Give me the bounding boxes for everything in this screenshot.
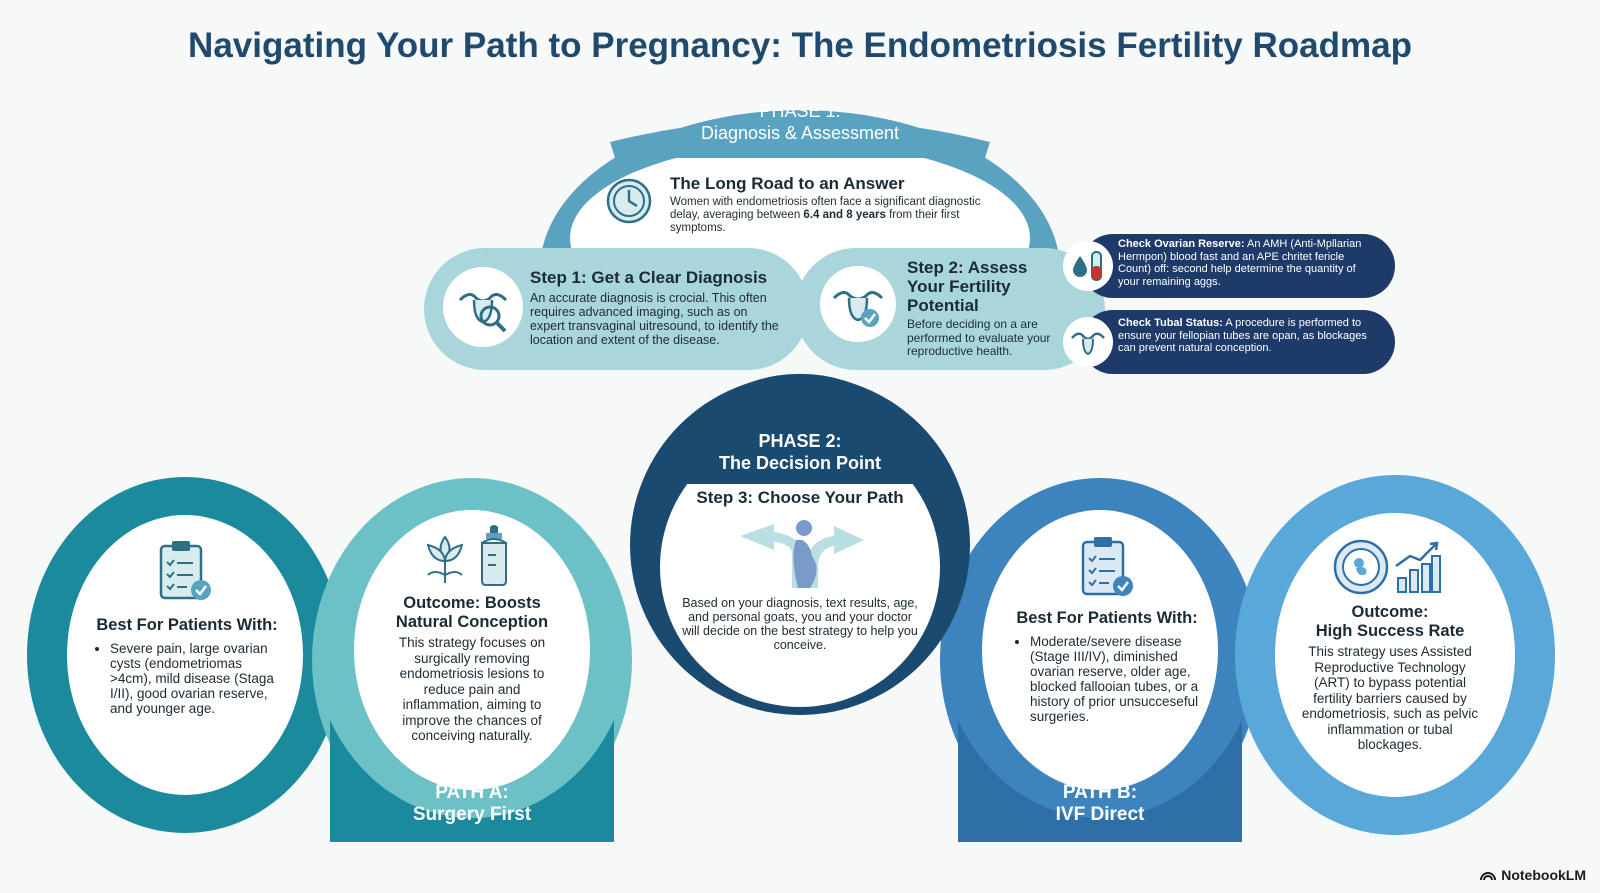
phase1-label: PHASE 1: Diagnosis & Assessment — [700, 101, 900, 143]
clipboard-icon — [159, 541, 211, 600]
intro-title: The Long Road to an Answer — [670, 174, 905, 193]
notebook-logo-icon — [1480, 872, 1497, 881]
path-a-best-title: Best For Patients With: — [96, 616, 278, 634]
tubal-text: Check Tubal Status: A procedure is perfo… — [1118, 317, 1367, 354]
phase2-label: PHASE 2: The Decision Point — [718, 431, 882, 473]
step3-title: Step 3: Choose Your Path — [696, 488, 904, 507]
step1-text: An accurate diagnosis is crocial. This o… — [530, 291, 779, 347]
path-b-outcome-card — [1275, 513, 1515, 797]
notebooklm-brand: NotebookLM — [1480, 867, 1586, 883]
path-a-best-list: Severe pain, large ovarian cysts (endome… — [92, 641, 282, 716]
bar-chart-icon — [1395, 541, 1441, 593]
phase2-text: Based on your diagnosis, text results, a… — [682, 596, 918, 652]
flower-icon — [426, 535, 464, 583]
path-a-best-item: Severe pain, large ovarian cysts (endome… — [110, 641, 282, 716]
path-b-best-block: Best For Patients With: Moderate/severe … — [1012, 608, 1202, 724]
fallopian-icon — [1063, 317, 1113, 367]
path-a-outcome-text: This strategy focuses on surgically remo… — [398, 635, 546, 743]
path-b-outcome-text: This strategy uses Assisted Reproductive… — [1301, 644, 1479, 752]
blood-tube-icon — [1063, 241, 1113, 291]
path-b-best-card — [982, 510, 1218, 790]
path-b-best-item: Moderate/severe disease (Stage III/IV), … — [1030, 634, 1202, 724]
clipboard-icon — [1081, 537, 1133, 596]
step1-pill — [424, 248, 809, 370]
step2-title: Step 2: Assess Your Fertility Potential — [907, 258, 1028, 315]
path-b-outcome-title: Outcome: High Success Rate — [1315, 603, 1465, 640]
page-title: Navigating Your Path to Pregnancy: The E… — [188, 26, 1412, 65]
ovarian-bubble — [1081, 234, 1395, 298]
path-a-best-card — [67, 515, 303, 795]
intro-block: The Long Road to an Answer Women with en… — [670, 174, 1010, 235]
phase1-banner — [610, 118, 990, 158]
intro-text: Women with endometriosis often face a si… — [670, 196, 981, 234]
path-b-label: PATH B: IVF Direct — [1055, 782, 1145, 825]
embryo-icon — [1333, 539, 1389, 595]
path-a-best-block: Best For Patients With: Severe pain, lar… — [92, 615, 282, 716]
clock-icon — [606, 178, 652, 224]
branch-arrow-icon — [740, 524, 864, 588]
path-a-outcome-block: Outcome: Boosts Natural Conception This … — [385, 594, 559, 744]
uterus-check-icon — [820, 266, 896, 342]
path-a-outcome-title: Outcome: Boosts Natural Conception — [395, 594, 549, 631]
baby-bottle-icon — [481, 525, 507, 586]
path-a-outcome-card — [354, 510, 590, 790]
step2-block: Step 2: Assess Your Fertility Potential … — [907, 258, 1067, 359]
path-b-outcome-block: Outcome: High Success Rate This strategy… — [1300, 603, 1480, 753]
path-b-best-list: Moderate/severe disease (Stage III/IV), … — [1012, 634, 1202, 724]
step2-text: Before deciding on a are performed to ev… — [907, 317, 1051, 358]
step1-title: Step 1: Get a Clear Diagnosis — [530, 268, 768, 287]
uterus-magnifier-icon — [443, 267, 523, 347]
step1-block: Step 1: Get a Clear Diagnosis An accurat… — [530, 268, 780, 347]
ovarian-text: Check Ovarian Reserve: An AMH (Anti-Mpll… — [1118, 238, 1362, 288]
pregnant-icon — [793, 520, 817, 588]
tubal-bubble — [1081, 310, 1395, 374]
path-a-label: PATH A: Surgery First — [412, 782, 532, 825]
path-b-best-title: Best For Patients With: — [1016, 609, 1198, 627]
